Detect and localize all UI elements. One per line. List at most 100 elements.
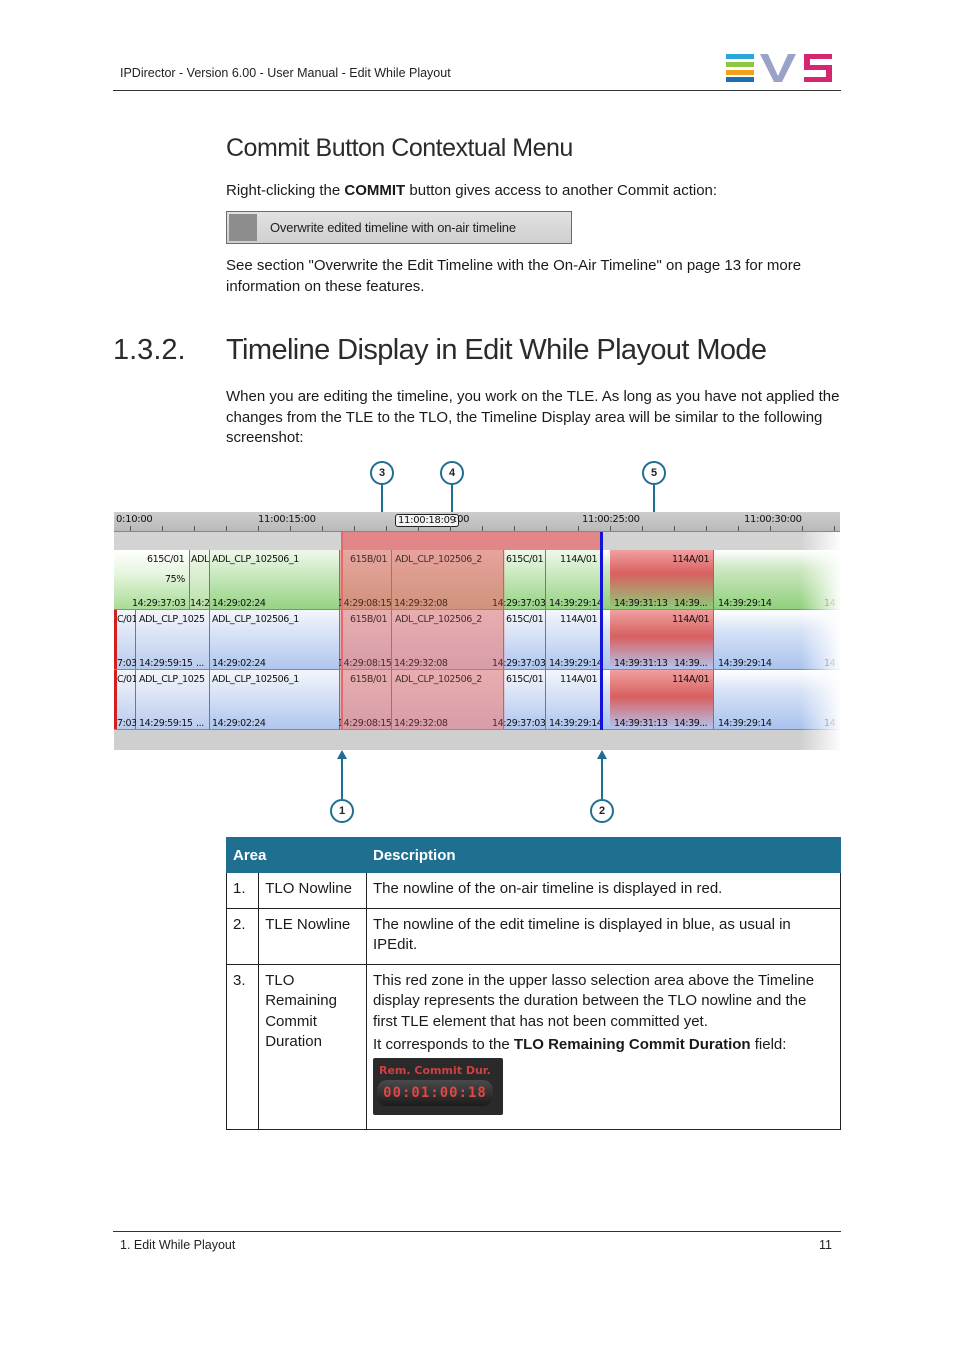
clip-adl-clp-2[interactable]: ADL_CLP_102506_2 14:29:32:08 [392, 610, 504, 669]
clip-label: 114A/01 [672, 674, 710, 685]
section-heading-timeline-display: Timeline Display in Edit While Playout M… [226, 334, 767, 366]
table-row: 2. TLE Nowline The nowline of the edit t… [225, 907, 841, 965]
section-number: 1.3.2. [113, 334, 186, 366]
clip-label: ADL_CLP_102506_2 [395, 674, 482, 685]
clip-label: 114A/01 [672, 614, 710, 625]
footer-chapter: 1. Edit While Playout [120, 1238, 236, 1252]
clip-time: 14:39:29:14 [718, 718, 772, 729]
clip-time: 7:03 [117, 658, 137, 669]
callout-2-arrow [597, 750, 607, 759]
table-row: 3. TLO Remaining Commit Duration This re… [225, 963, 841, 1130]
timeline-fade-edge [800, 532, 840, 750]
clip-time: 14:29:32:08 [394, 718, 448, 729]
clip-label: ADL_CLP_1025 [139, 674, 205, 685]
clip-adl[interactable]: ADL 14:2 [190, 550, 210, 609]
table-row: 1. TLO Nowline The nowline of the on-air… [225, 872, 841, 909]
callout-2-line [601, 758, 603, 799]
clip-label: ADL_CLP_102506_2 [395, 554, 482, 565]
row-description: The nowline of the edit timeline is disp… [366, 907, 841, 965]
clip-time: 14:39... [674, 658, 708, 669]
ruler-label: 11:00:30:00 [744, 514, 802, 525]
clip-time: 14:29:08:15 [338, 658, 392, 669]
clip-time: 14:39:31:13 [614, 718, 668, 729]
clip-time: 14:39:29:14 [549, 718, 603, 729]
ruler-label: :00 [454, 514, 470, 525]
row-description: This red zone in the upper lasso selecti… [366, 963, 841, 1130]
callout-4: 4 [440, 461, 464, 485]
row-number: 1. [225, 872, 260, 909]
clip-615b[interactable]: 615B/01 14:29:08:15 [338, 670, 392, 729]
field-title: Rem. Commit Dur. [379, 1063, 491, 1077]
clip-time: 14:2 [190, 598, 210, 609]
timeline-display: 0:10:00 11:00:15:00 11:00:18:09 :00 11:0… [114, 512, 840, 750]
clip-label: ADL_CLP_102506_1 [212, 614, 299, 625]
remaining-commit-duration-field: Rem. Commit Dur. 00:01:00:18 [373, 1057, 503, 1115]
clip-label: 615C/01 [506, 554, 544, 565]
timeline-track-2[interactable]: C/01 7:03 ADL_CLP_1025 14:29:59:15 ... A… [114, 610, 840, 670]
clip-time: ... [196, 718, 204, 729]
clip-c01[interactable]: C/01 7:03 [114, 610, 138, 669]
timeline-scroll-area[interactable] [114, 730, 840, 750]
clip-label: 615B/01 [350, 554, 388, 565]
clip-615c-b[interactable]: 615C/01 14:29:37:03 [492, 670, 546, 729]
clip-time: 14:29:32:08 [394, 598, 448, 609]
clip-adl-clp-1025[interactable]: ADL_CLP_1025 14:29:59:15 ... [136, 610, 210, 669]
clip-adl-clp-2[interactable]: ADL_CLP_102506_2 14:29:32:08 [392, 550, 504, 609]
clip-615b[interactable]: 615B/01 14:29:08:15 [338, 610, 392, 669]
running-header: IPDirector - Version 6.00 - User Manual … [120, 66, 451, 80]
timeline-track-1[interactable]: 615C/01 75% 14:29:37:03 ADL 14:2 ADL_CLP… [114, 550, 840, 610]
callout-5: 5 [642, 461, 666, 485]
clip-label: ADL_CLP_102506_1 [212, 674, 299, 685]
evs-logo [726, 54, 832, 82]
clip-adl-clp-2[interactable]: ADL_CLP_102506_2 14:29:32:08 [392, 670, 504, 729]
clip-time: 14:29:37:03 [492, 658, 546, 669]
clip-615c-b[interactable]: 615C/01 14:29:37:03 [492, 550, 546, 609]
clip-114a-b[interactable]: 114A/01 14:39:31:13 14:39... [610, 670, 714, 729]
clip-label: ADL_CLP_102506_2 [395, 614, 482, 625]
row-description-text: This red zone in the upper lasso selecti… [373, 971, 815, 1030]
clip-615b[interactable]: 615B/01 14:29:08:15 [338, 550, 392, 609]
clip-c01[interactable]: C/01 7:03 [114, 670, 138, 729]
callout-3-line [381, 485, 383, 535]
clip-time: 14:39:29:14 [718, 658, 772, 669]
clip-adl-clp-1[interactable]: ADL_CLP_102506_1 14:29:02:24 [210, 610, 340, 669]
clip-label: 615B/01 [350, 614, 388, 625]
clip-114a[interactable]: 114A/01 14:39:29:14 [546, 610, 603, 669]
header-rule [113, 90, 841, 91]
tle-nowline [600, 532, 603, 750]
clip-adl-clp-1[interactable]: ADL_CLP_102506_1 14:29:02:24 [210, 550, 340, 609]
timeline-track-3[interactable]: C/01 7:03 ADL_CLP_1025 14:29:59:15 ... A… [114, 670, 840, 730]
clip-time: 14:39:29:14 [549, 598, 603, 609]
area-description-table: Area Description 1. TLO Nowline The nowl… [225, 837, 841, 1130]
clip-label: 615C/01 [147, 554, 185, 565]
section-heading-commit-menu: Commit Button Contextual Menu [226, 134, 573, 162]
clip-114a-b[interactable]: 114A/01 14:39:31:13 14:39... [610, 550, 714, 609]
clip-615c[interactable]: 615C/01 75% 14:29:37:03 [114, 550, 190, 609]
field-value: 00:01:00:18 [377, 1079, 493, 1106]
clip-time: 14:39:31:13 [614, 658, 668, 669]
ruler-label: 0:10:00 [116, 514, 153, 525]
clip-615c-b[interactable]: 615C/01 14:29:37:03 [492, 610, 546, 669]
clip-label: ADL_CLP_102506_1 [212, 554, 299, 565]
clip-time: 14:39... [674, 718, 708, 729]
row-description-field-ref: It corresponds to the TLO Remaining Comm… [373, 1036, 787, 1053]
clip-adl-clp-1025[interactable]: ADL_CLP_1025 14:29:59:15 ... [136, 670, 210, 729]
overwrite-menu-item[interactable]: Overwrite edited timeline with on-air ti… [226, 211, 572, 244]
clip-label: 114A/01 [560, 674, 598, 685]
ruler-current-timecode: 11:00:18:09 [395, 514, 459, 527]
clip-label: C/01 [117, 614, 138, 625]
clip-time: 14:29:08:15 [338, 598, 392, 609]
clip-114a-b[interactable]: 114A/01 14:39:31:13 14:39... [610, 610, 714, 669]
callout-1-line [341, 758, 343, 799]
see-section-note: See section "Overwrite the Edit Timeline… [226, 257, 802, 295]
clip-adl-clp-1[interactable]: ADL_CLP_102506_1 14:29:02:24 [210, 670, 340, 729]
clip-time: 14:29:59:15 [139, 658, 193, 669]
clip-time: 14:29:02:24 [212, 598, 266, 609]
clip-label: ADL_CLP_1025 [139, 614, 205, 625]
clip-speed: 75% [165, 574, 185, 585]
clip-time: 14:39... [674, 598, 708, 609]
clip-label: 114A/01 [672, 554, 710, 565]
clip-114a[interactable]: 114A/01 14:39:29:14 [546, 550, 603, 609]
timeline-intro: When you are editing the timeline, you w… [226, 388, 840, 446]
clip-114a[interactable]: 114A/01 14:39:29:14 [546, 670, 603, 729]
